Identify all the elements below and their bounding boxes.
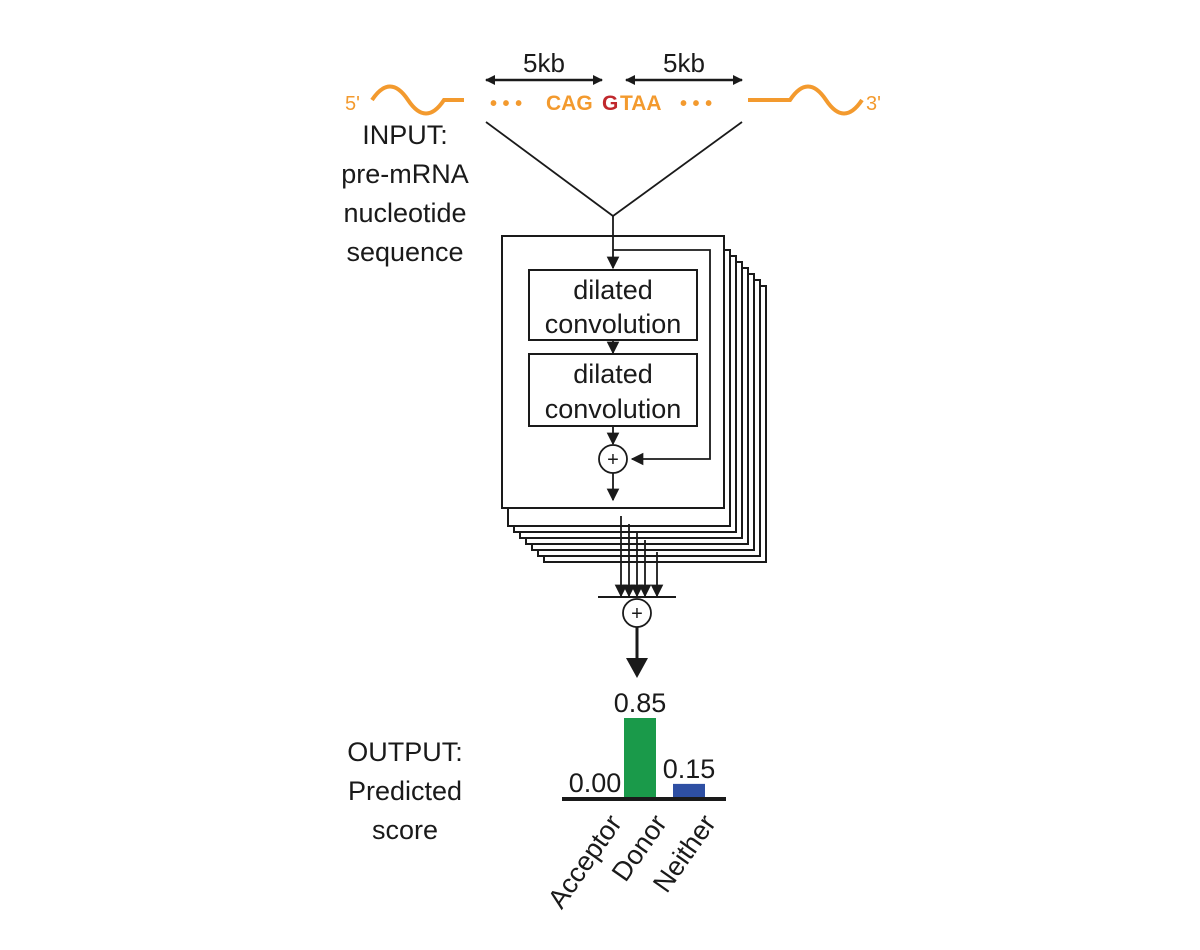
block-outputs <box>598 516 676 598</box>
output-arrowhead <box>626 658 648 678</box>
svg-text:convolution: convolution <box>545 309 682 339</box>
value-label-donor: 0.85 <box>614 688 667 718</box>
right-span-label: 5kb <box>663 48 705 78</box>
dilated-convolution-block-2 <box>528 353 698 427</box>
final-sum-node: + <box>622 598 652 678</box>
svg-text:OUTPUT:: OUTPUT: <box>347 737 463 767</box>
svg-text:Predicted: Predicted <box>348 776 462 806</box>
input-label: INPUT: pre-mRNA nucleotide sequence <box>341 120 469 267</box>
svg-text:pre-mRNA: pre-mRNA <box>341 159 469 189</box>
skip-connection <box>613 249 711 466</box>
value-label-neither: 0.15 <box>663 754 716 784</box>
svg-text:convolution: convolution <box>545 394 682 424</box>
dilated-convolution-block-1 <box>528 269 698 341</box>
svg-text:dilated: dilated <box>573 275 653 305</box>
svg-text:sequence: sequence <box>346 237 463 267</box>
output-label: OUTPUT: Predicted score <box>347 737 463 845</box>
value-label-acceptor: 0.00 <box>569 768 622 798</box>
bar-neither <box>673 783 705 798</box>
svg-text:score: score <box>372 815 438 845</box>
svg-text:+: + <box>631 603 643 625</box>
sequence-cag: CAG <box>546 92 593 115</box>
sequence-taa: TAA <box>620 92 662 115</box>
input-sequence: 5' • • • CAG G TAA • • • 3' <box>345 84 881 116</box>
left-span-label: 5kb <box>523 48 565 78</box>
svg-text:dilated: dilated <box>573 359 653 389</box>
bar-donor <box>624 718 656 798</box>
svg-text:INPUT:: INPUT: <box>362 120 448 150</box>
left-wavy-strand <box>370 84 464 116</box>
right-wavy-strand <box>748 84 864 116</box>
span-arrows: 5kb 5kb <box>485 48 743 85</box>
five-prime-label: 5' <box>345 93 360 115</box>
svg-text:nucleotide: nucleotide <box>343 198 466 228</box>
svg-text:+: + <box>607 449 619 471</box>
splice-site-nucleotide: G <box>602 92 618 115</box>
residual-block-front: dilated convolution dilated convolution … <box>528 216 711 502</box>
three-prime-label: 3' <box>866 93 881 115</box>
dots-left: • • • <box>490 93 522 115</box>
input-funnel <box>485 121 743 217</box>
dots-right: • • • <box>680 93 712 115</box>
